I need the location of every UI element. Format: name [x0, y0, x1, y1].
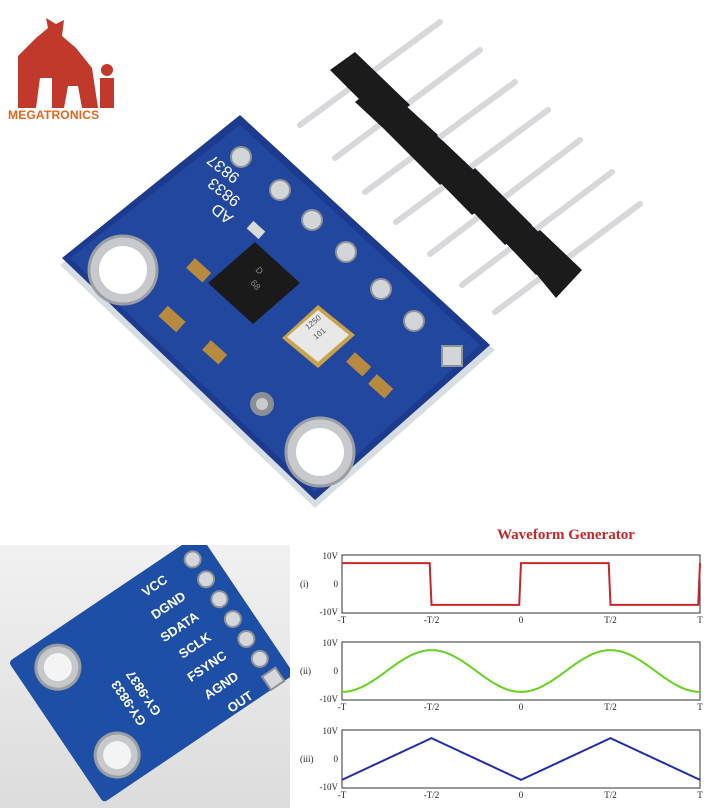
x-tick-label: -T/2: [424, 702, 440, 712]
y-tick-label: -10V: [320, 607, 339, 617]
x-tick-label: T/2: [604, 615, 617, 625]
chip-mark-1: D: [253, 265, 265, 277]
x-tick-label: -T/2: [424, 790, 440, 800]
pin-header: [297, 19, 643, 315]
mounting-hole-left: [87, 234, 159, 306]
brand-name: MEGATRONICS: [8, 108, 100, 122]
pcb-board: [60, 115, 495, 508]
x-tick-label: 0: [519, 790, 524, 800]
y-tick-label: 0: [334, 579, 339, 589]
megatronics-logo: [18, 18, 114, 108]
plot-frame: [341, 729, 701, 789]
plot-frame: [341, 641, 701, 701]
x-tick-label: -T: [338, 615, 347, 625]
x-tick-label: -T: [338, 790, 347, 800]
board-pads: [230, 146, 463, 367]
y-tick-label: 10V: [323, 638, 339, 648]
x-tick-label: T/2: [604, 702, 617, 712]
crystal-oscillator: 1250 101: [282, 305, 355, 368]
smd-components: [158, 220, 394, 416]
dds-chip: D 68: [208, 242, 300, 324]
x-tick-label: -T: [338, 702, 347, 712]
waveform-square-line: [342, 562, 701, 606]
chip-mark-2: 68: [248, 278, 262, 292]
plot-index-label: (i): [300, 579, 309, 589]
x-tick-label: T: [697, 790, 703, 800]
waveform-triangle-line: [341, 736, 701, 782]
x-tick-label: -T/2: [424, 615, 440, 625]
module-photo-top: D 68 1250 101 AD 9833 9837: [60, 19, 643, 508]
module-photo-bottom: VCC DGND SDATA SCLK FSYNC AGND OUT GY-98…: [0, 545, 290, 808]
x-tick-label: T/2: [604, 790, 617, 800]
x-tick-label: 0: [519, 702, 524, 712]
y-tick-label: 0: [334, 666, 339, 676]
x-tick-label: 0: [519, 615, 524, 625]
waveform-title: Waveform Generator: [497, 527, 635, 543]
waveform-sine-line: [341, 649, 701, 693]
plot-index-label: (ii): [300, 666, 311, 676]
x-tick-label: T: [697, 615, 703, 625]
y-tick-label: -10V: [320, 694, 339, 704]
y-tick-label: 10V: [323, 726, 339, 736]
y-tick-label: 0: [334, 754, 339, 764]
y-tick-label: 10V: [323, 551, 339, 561]
y-tick-label: -10V: [320, 782, 339, 792]
mounting-hole-right: [284, 416, 356, 488]
x-tick-label: T: [697, 702, 703, 712]
plot-index-label: (iii): [300, 754, 314, 764]
